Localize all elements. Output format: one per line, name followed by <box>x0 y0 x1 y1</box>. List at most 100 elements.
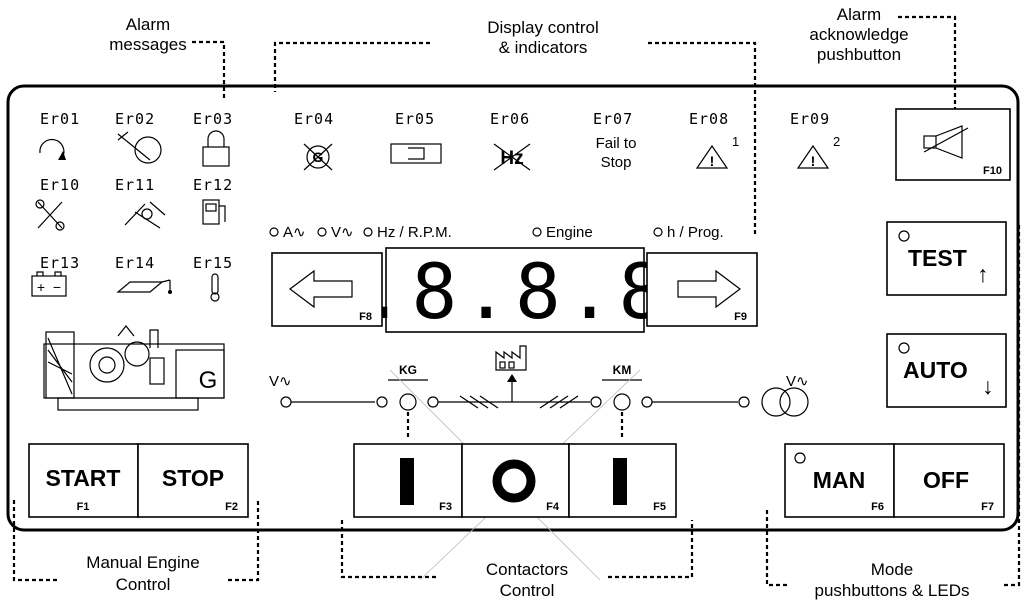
svg-text:!: ! <box>811 153 816 169</box>
error-code-er13: Er13 <box>40 254 80 272</box>
test-label: TEST <box>908 245 967 271</box>
arrow-left-icon <box>289 269 353 309</box>
rotation-arrow-icon <box>39 138 66 160</box>
man-led <box>794 452 806 464</box>
kg-close-button[interactable]: F3 <box>353 443 463 518</box>
fail-to-stop-line2: Stop <box>601 154 632 171</box>
open-ring-icon <box>492 459 536 503</box>
kg-close-fkey: F3 <box>439 501 452 513</box>
right-arrow-button[interactable]: F9 <box>646 252 758 327</box>
annotation-alarm-ack-3: pushbutton <box>817 45 901 64</box>
led-hz-rpm <box>363 227 373 237</box>
panel-frame <box>6 84 1020 532</box>
frequency-fault-icon: Hz <box>493 143 531 171</box>
test-arrow-icon: ↑ <box>977 261 989 287</box>
error-code-er14: Er14 <box>115 254 155 272</box>
warning-1-index: 1 <box>732 134 739 149</box>
error-code-er02: Er02 <box>115 110 155 128</box>
stop-button[interactable]: STOP F2 <box>137 443 249 518</box>
annotation-mode-2: pushbuttons & LEDs <box>815 581 970 600</box>
mains-voltage-symbol: V∿ <box>786 373 809 390</box>
alarm-acknowledge-button[interactable]: F10 <box>895 108 1011 181</box>
open-contactors-button[interactable]: F4 <box>461 443 570 518</box>
led-engine <box>532 227 542 237</box>
annotation-manual-engine-1: Manual Engine <box>86 553 199 572</box>
km-close-button[interactable]: F5 <box>568 443 677 518</box>
error-code-er01: Er01 <box>40 110 80 128</box>
start-label: START <box>46 465 121 491</box>
low-coolant-icon <box>124 201 166 229</box>
annotation-display-control-1: Display control <box>487 18 599 37</box>
auto-led <box>898 342 910 354</box>
horn-muted-icon <box>923 125 969 159</box>
annotation-contactors-1: Contactors <box>486 560 568 579</box>
annotation-alarm-ack-1: Alarm <box>837 5 881 24</box>
stop-fkey: F2 <box>225 501 238 513</box>
off-fkey: F7 <box>981 501 994 513</box>
error-code-er07: Er07 <box>593 110 633 128</box>
warning-2-icon: ! 2 <box>796 134 840 169</box>
off-label: OFF <box>923 467 969 493</box>
error-code-er09: Er09 <box>790 110 830 128</box>
annotation-mode-1: Mode <box>871 560 914 579</box>
error-code-er11: Er11 <box>115 176 155 194</box>
start-button[interactable]: START F1 <box>28 443 139 518</box>
overcrank-icon <box>117 131 162 164</box>
right-arrow-fkey: F9 <box>734 311 747 323</box>
svg-text:!: ! <box>710 153 715 169</box>
warning-2-index: 2 <box>833 134 840 149</box>
gen-voltage-symbol: V∿ <box>269 373 292 390</box>
auto-button[interactable]: AUTO ↓ <box>886 333 1007 408</box>
auto-arrow-icon: ↓ <box>982 373 994 399</box>
auto-label: AUTO <box>903 357 968 383</box>
error-code-er10: Er10 <box>40 176 80 194</box>
indicator-hours-prog: h / Prog. <box>667 224 724 241</box>
fuel-pump-icon <box>202 199 226 225</box>
battery-icon: + − <box>31 271 67 297</box>
contactor-fault-icon <box>390 143 442 164</box>
annotation-alarm-messages-1: Alarm <box>126 15 170 34</box>
start-fkey: F1 <box>77 501 90 513</box>
svg-text:+: + <box>37 279 45 295</box>
error-code-er04: Er04 <box>294 110 334 128</box>
open-fkey: F4 <box>546 501 560 513</box>
man-button[interactable]: MAN F6 <box>784 443 895 518</box>
annotation-manual-engine-2: Control <box>116 575 171 594</box>
indicator-current: A∿ <box>283 224 306 241</box>
man-fkey: F6 <box>871 501 884 513</box>
indicator-hz-rpm: Hz / R.P.M. <box>377 224 452 241</box>
error-code-er05: Er05 <box>395 110 435 128</box>
fail-to-stop-line1: Fail to <box>596 135 637 152</box>
close-bar-icon <box>613 458 627 505</box>
left-arrow-fkey: F8 <box>359 311 372 323</box>
error-code-er08: Er08 <box>689 110 729 128</box>
genset-illustration: G <box>43 325 225 411</box>
indicator-row: A∿ V∿ Hz / R.P.M. Engine h / Prog. <box>269 224 724 241</box>
km-close-fkey: F5 <box>653 501 666 513</box>
off-button[interactable]: OFF F7 <box>893 443 1005 518</box>
load-factory-icon <box>495 345 527 402</box>
transformer-icon <box>761 387 809 417</box>
thermometer-icon <box>210 273 220 302</box>
km-label: KM <box>613 363 632 377</box>
error-code-er03: Er03 <box>193 110 233 128</box>
genset-letter: G <box>199 367 218 394</box>
test-button[interactable]: TEST ↑ <box>886 221 1007 296</box>
generator-fault-icon: G <box>303 143 333 171</box>
test-led <box>898 230 910 242</box>
mimic-diagram: V∿ V∿ KG KM <box>269 345 809 417</box>
maintenance-tools-icon <box>35 199 65 231</box>
left-arrow-button[interactable]: F8 <box>271 252 383 327</box>
oil-can-icon <box>116 279 172 294</box>
ack-fkey: F10 <box>983 165 1002 177</box>
lock-icon <box>202 130 230 167</box>
indicator-engine: Engine <box>546 224 593 241</box>
stop-label: STOP <box>162 465 224 491</box>
annotation-contactors-2: Control <box>500 581 555 600</box>
man-label: MAN <box>813 467 865 493</box>
error-code-er12: Er12 <box>193 176 233 194</box>
error-code-er15: Er15 <box>193 254 233 272</box>
led-voltage <box>317 227 327 237</box>
close-bar-icon <box>400 458 414 505</box>
